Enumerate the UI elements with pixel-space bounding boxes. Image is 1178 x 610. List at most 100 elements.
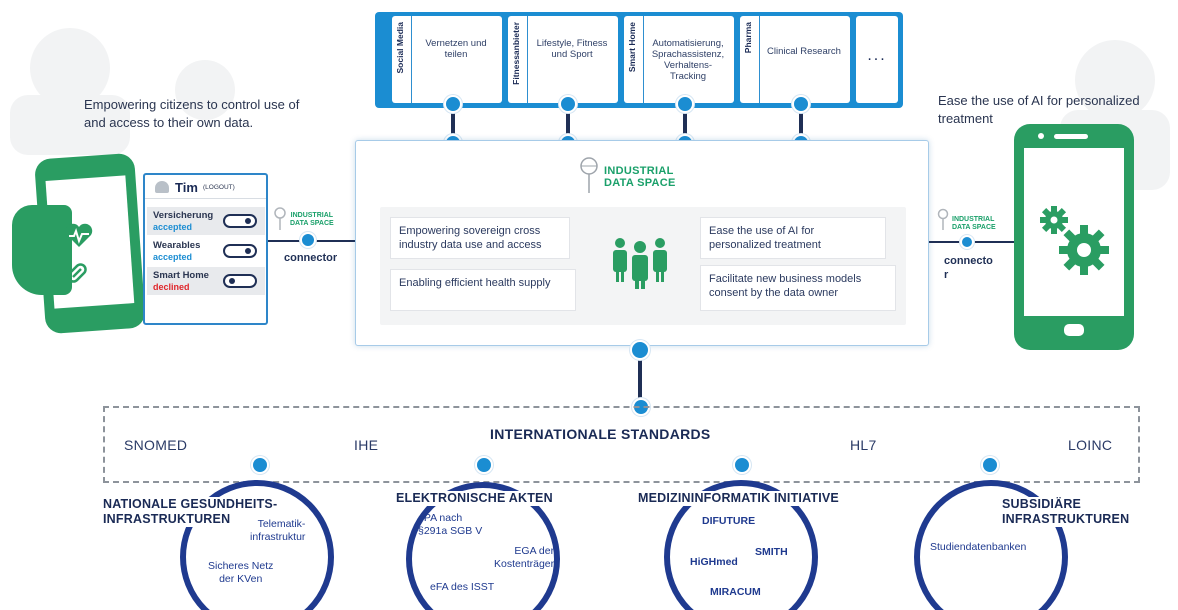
phone-camera	[1038, 133, 1044, 139]
card-social-media: Social Media Vernetzen und teilen	[392, 16, 502, 103]
standard-item: SNOMED	[124, 437, 188, 453]
user-icon	[155, 181, 169, 193]
consent-toggle[interactable]	[223, 244, 257, 258]
card-text: Clinical Research	[767, 46, 841, 57]
card-pharma: Pharma Clinical Research	[740, 16, 850, 103]
card-label: Fitnessanbieter	[511, 22, 521, 85]
card-label: Social Media	[395, 22, 405, 74]
circle-item: Sicheres Netz der KVen	[208, 560, 274, 585]
card-text: Vernetzen und teilen	[425, 38, 487, 60]
goal-box: Empowering sovereign cross industry data…	[390, 217, 570, 259]
row-status-declined: declined	[153, 282, 190, 292]
hand-shape	[12, 205, 72, 295]
consent-row-wearables: Wearables accepted	[147, 237, 265, 265]
consent-toggle[interactable]	[223, 214, 257, 228]
row-name: Wearables	[153, 240, 201, 251]
consent-toggle[interactable]	[223, 274, 257, 288]
link-bar	[799, 104, 803, 144]
pill-icon	[67, 263, 87, 283]
right-connector-logo: INDUSTRIAL DATA SPACE	[952, 216, 996, 232]
circle-item: EGA der Kostenträger	[494, 545, 555, 570]
card-label: Pharma	[743, 22, 753, 54]
left-connector-logo: INDUSTRIAL DATA SPACE	[290, 212, 334, 228]
background-figure	[1075, 40, 1155, 120]
user-name: Tim	[175, 180, 198, 195]
link-dot	[792, 95, 810, 113]
card-text: Automatisierung, Sprachassistenz, Verhal…	[651, 38, 725, 82]
circle-item: MIRACUM	[710, 586, 761, 598]
ids-inner-panel: Empowering sovereign cross industry data…	[380, 207, 906, 325]
industrial-data-space-box: INDUSTRIAL DATA SPACE Empowering soverei…	[355, 140, 929, 346]
standard-item: IHE	[354, 437, 379, 453]
goal-box: Enabling efficient health supply	[390, 269, 576, 311]
row-status-accepted: accepted	[153, 222, 193, 232]
link-bar	[683, 104, 687, 144]
circle-title: MEDIZININFORMATIK INITIATIVE	[636, 491, 841, 506]
circle-item: Studiendatenbanken	[930, 541, 1027, 553]
left-caption: Empowering citizens to control use of an…	[84, 97, 300, 130]
data-space-tree-icon	[274, 207, 286, 230]
panel-header: Tim (LOGOUT)	[145, 175, 266, 199]
goal-box: Ease the use of AI for personalized trea…	[700, 217, 886, 259]
circle-item: DIFUTURE	[702, 515, 756, 527]
circle-title: ELEKTRONISCHE AKTEN	[394, 491, 555, 506]
left-connector-label: connector	[284, 252, 338, 264]
right-phone-screen	[1024, 148, 1124, 316]
gears-icon	[1040, 206, 1109, 275]
standard-item: HL7	[850, 437, 877, 453]
standards-box	[103, 406, 1140, 483]
circle-item: SMITH	[755, 546, 788, 558]
circle-title: SUBSIDIÄRE INFRASTRUKTUREN	[1002, 497, 1130, 527]
card-label: Smart Home	[627, 22, 637, 73]
ids-logo-text: INDUSTRIAL DATA SPACE	[604, 165, 676, 189]
card-text: Lifestyle, Fitness und Sport	[536, 38, 608, 60]
connector-dot	[300, 232, 316, 248]
circle-title: NATIONALE GESUNDHEITS- INFRASTRUKTUREN	[103, 497, 278, 527]
link-bar	[566, 104, 570, 144]
consent-row-versicherung: Versicherung accepted	[147, 207, 265, 235]
background-figure	[30, 28, 110, 108]
standards-title: INTERNATIONALE STANDARDS	[490, 426, 711, 442]
circle-item: ePA nach §291a SGB V	[418, 512, 483, 537]
consent-row-smart-home: Smart Home declined	[147, 267, 265, 295]
right-connector-line	[929, 241, 1019, 243]
standards-link-bar	[638, 350, 642, 410]
consent-panel: Tim (LOGOUT) Versicherung accepted Weara…	[143, 173, 268, 325]
logo-line: DATA SPACE	[290, 220, 334, 227]
logout-link[interactable]: (LOGOUT)	[203, 184, 235, 191]
card-fitness: Fitnessanbieter Lifestyle, Fitness und S…	[508, 16, 618, 103]
connector-dot	[960, 235, 974, 249]
link-dot	[676, 95, 694, 113]
background-figure	[10, 95, 130, 155]
background-figure	[175, 60, 235, 120]
circle-item: HiGHmed	[690, 556, 738, 568]
link-bar	[451, 104, 455, 144]
link-dot	[559, 95, 577, 113]
people-group-icon	[613, 238, 667, 289]
row-status-accepted: accepted	[153, 252, 193, 262]
circle-dot	[981, 456, 999, 474]
logo-line: INDUSTRIAL	[952, 216, 995, 223]
more-ellipsis: ...	[867, 47, 887, 64]
logo-line: INDUSTRIAL	[604, 165, 674, 177]
logo-line: DATA SPACE	[952, 224, 996, 231]
link-dot	[444, 95, 462, 113]
row-name: Versicherung	[153, 210, 214, 221]
heart-pulse-icon	[65, 223, 93, 247]
phone-speaker	[1054, 134, 1088, 139]
right-caption: Ease the use of AI for personalized trea…	[938, 93, 1140, 126]
right-connector-label: connecto r	[944, 255, 993, 281]
link-dot	[630, 340, 650, 360]
circle-item: Telematik- infrastruktur	[250, 518, 306, 543]
logo-line: INDUSTRIAL	[290, 212, 334, 219]
goal-box: Facilitate new business models consent b…	[700, 265, 896, 311]
home-button	[1064, 324, 1084, 336]
circle-item: eFA des ISST	[430, 581, 495, 593]
data-space-tree-icon	[937, 208, 949, 230]
standard-item: LOINC	[1068, 437, 1113, 453]
data-space-tree-icon	[580, 157, 598, 193]
card-more: ...	[856, 16, 898, 103]
row-name: Smart Home	[153, 270, 209, 281]
circle-dot	[251, 456, 269, 474]
circle-dot	[475, 456, 493, 474]
